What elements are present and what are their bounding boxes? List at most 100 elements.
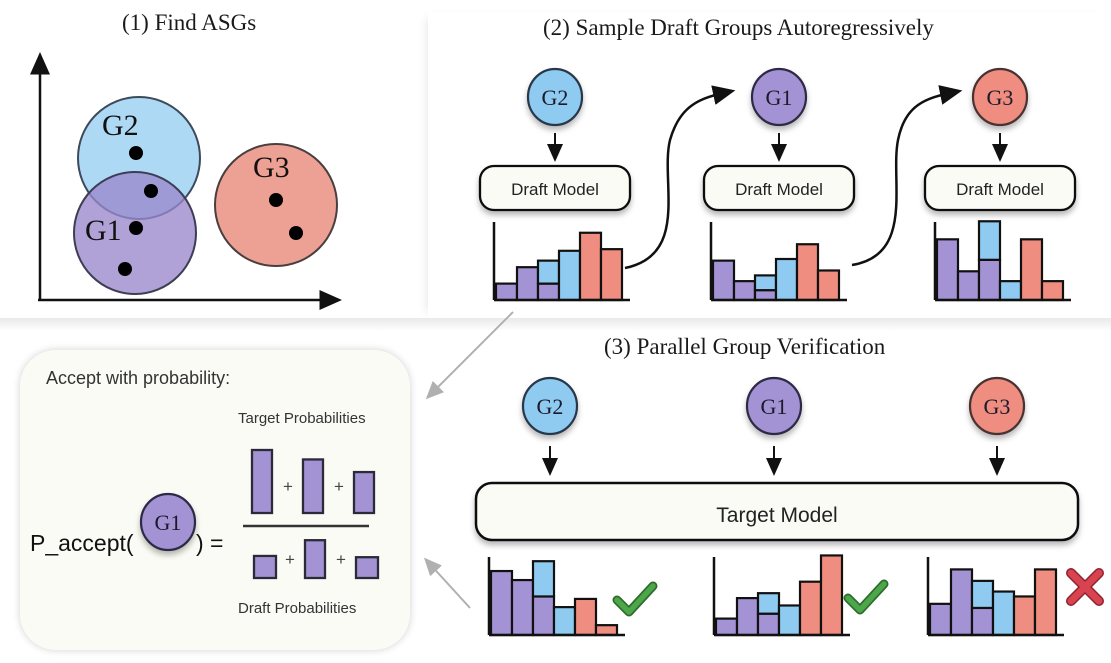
histogram-bar [795,243,820,302]
accept-heading: Accept with probability: [46,368,231,388]
point [289,226,303,240]
histogram-bar [711,259,736,302]
panel-find-asgs: (1) Find ASGs G2 G1 G3 [0,0,425,318]
draft-model-rect [478,164,632,212]
group-node-circle [745,376,803,436]
cross-icon [1067,569,1103,605]
histogram-bar [552,606,577,637]
histogram-bar [599,248,624,302]
draft-model-label: Draft Model [956,180,1044,199]
histogram-bar [756,592,781,615]
label-g1: G1 [85,214,122,247]
group-node-label: G1 [766,85,793,110]
histogram-bar [998,280,1023,302]
denominator-bar [252,554,278,580]
verify-node-g1: G1 [745,376,803,436]
target-histogram-2 [712,554,850,637]
verify-node-g3: G3 [968,376,1026,436]
formula-group-node: G1 [139,492,197,552]
target-model-box [474,481,1080,542]
histogram-bar [732,280,757,302]
point [144,184,158,198]
plus-sign: + [283,477,293,496]
histogram-bar [489,569,514,637]
histogram-bar [714,617,739,637]
histogram-bar [1012,595,1037,637]
target-model-label: Target Model [716,504,837,527]
draft-step-node-g3: G3 [971,67,1029,127]
group-node-circle [750,67,808,127]
asg-scatter-plot: G2 G1 G3 [30,52,342,310]
histogram-bar [935,238,960,302]
histogram-bar [1040,280,1065,302]
group-node-circle [526,67,584,127]
group-node-label: G1 [761,394,788,419]
histogram-bar [557,249,582,302]
histogram-bar [991,590,1016,637]
plus-sign: + [285,550,295,569]
draft-step-node-g1: G1 [750,67,808,127]
histogram-bar [536,282,561,302]
histogram-bar [970,579,995,610]
draft-model-box: Draft Model [478,164,632,212]
histogram-bar [777,604,802,637]
histogram-bar [510,578,535,637]
numerator-bar [250,448,274,515]
draft-model-label: Draft Model [735,180,823,199]
histogram-bar [774,257,799,302]
draft-model-box: Draft Model [702,164,856,212]
check-icon [845,581,887,613]
draft-probabilities-label: Draft Probabilities [238,600,357,617]
histogram-bar [573,597,598,637]
histogram-bar [928,602,953,637]
numerator-bar [301,458,325,515]
formula-prefix: P_accept( [30,530,134,556]
point [269,193,283,207]
section-divider [0,318,1111,330]
histogram-bar [515,266,540,302]
histogram-bar [536,259,561,285]
accept-probability-box: Accept with probability: Target Probabil… [20,350,410,650]
group-node-circle [139,492,197,552]
histogram-bar [531,560,556,598]
group-node-label: G3 [984,394,1011,419]
group-node-circle [971,67,1029,127]
target-histogram-1 [487,557,625,637]
histogram-bar [494,282,519,302]
draft-model-rect [923,164,1077,212]
draft-model-box: Draft Model [923,164,1077,212]
target-histogram-3 [926,557,1064,637]
histogram-bar [1033,568,1058,637]
group-node-label: G3 [987,85,1014,110]
draft-model-label: Draft Model [511,180,599,199]
point [129,146,143,160]
panel2-title: (2) Sample Draft Groups Autoregressively [543,15,934,40]
histogram-bar [970,606,995,637]
histogram-bar [578,231,603,302]
denominator-bar [303,539,327,580]
histogram-bar [798,580,823,637]
numerator-bar [352,470,376,515]
verify-node-g2: G2 [521,376,579,436]
point [129,221,143,235]
panel1-title: (1) Find ASGs [122,10,257,35]
histogram-bar [753,274,778,292]
draft-histogram-2 [709,222,847,302]
denominator-bar [354,556,380,580]
histogram-bar [735,596,760,637]
label-g2: G2 [102,109,139,142]
histogram-bar [753,289,778,302]
histogram-bar [1019,238,1044,302]
group-node-label: G2 [537,394,564,419]
label-g3: G3 [253,151,290,184]
plus-sign: + [336,550,346,569]
draft-model-rect [702,164,856,212]
target-probabilities-label: Target Probabilities [238,410,366,427]
histogram-bar [816,269,841,302]
link-arrow-draft [425,311,514,400]
autoregressive-arrow [624,85,736,270]
histogram-bar [977,220,1002,261]
autoregressive-arrow [851,85,963,267]
